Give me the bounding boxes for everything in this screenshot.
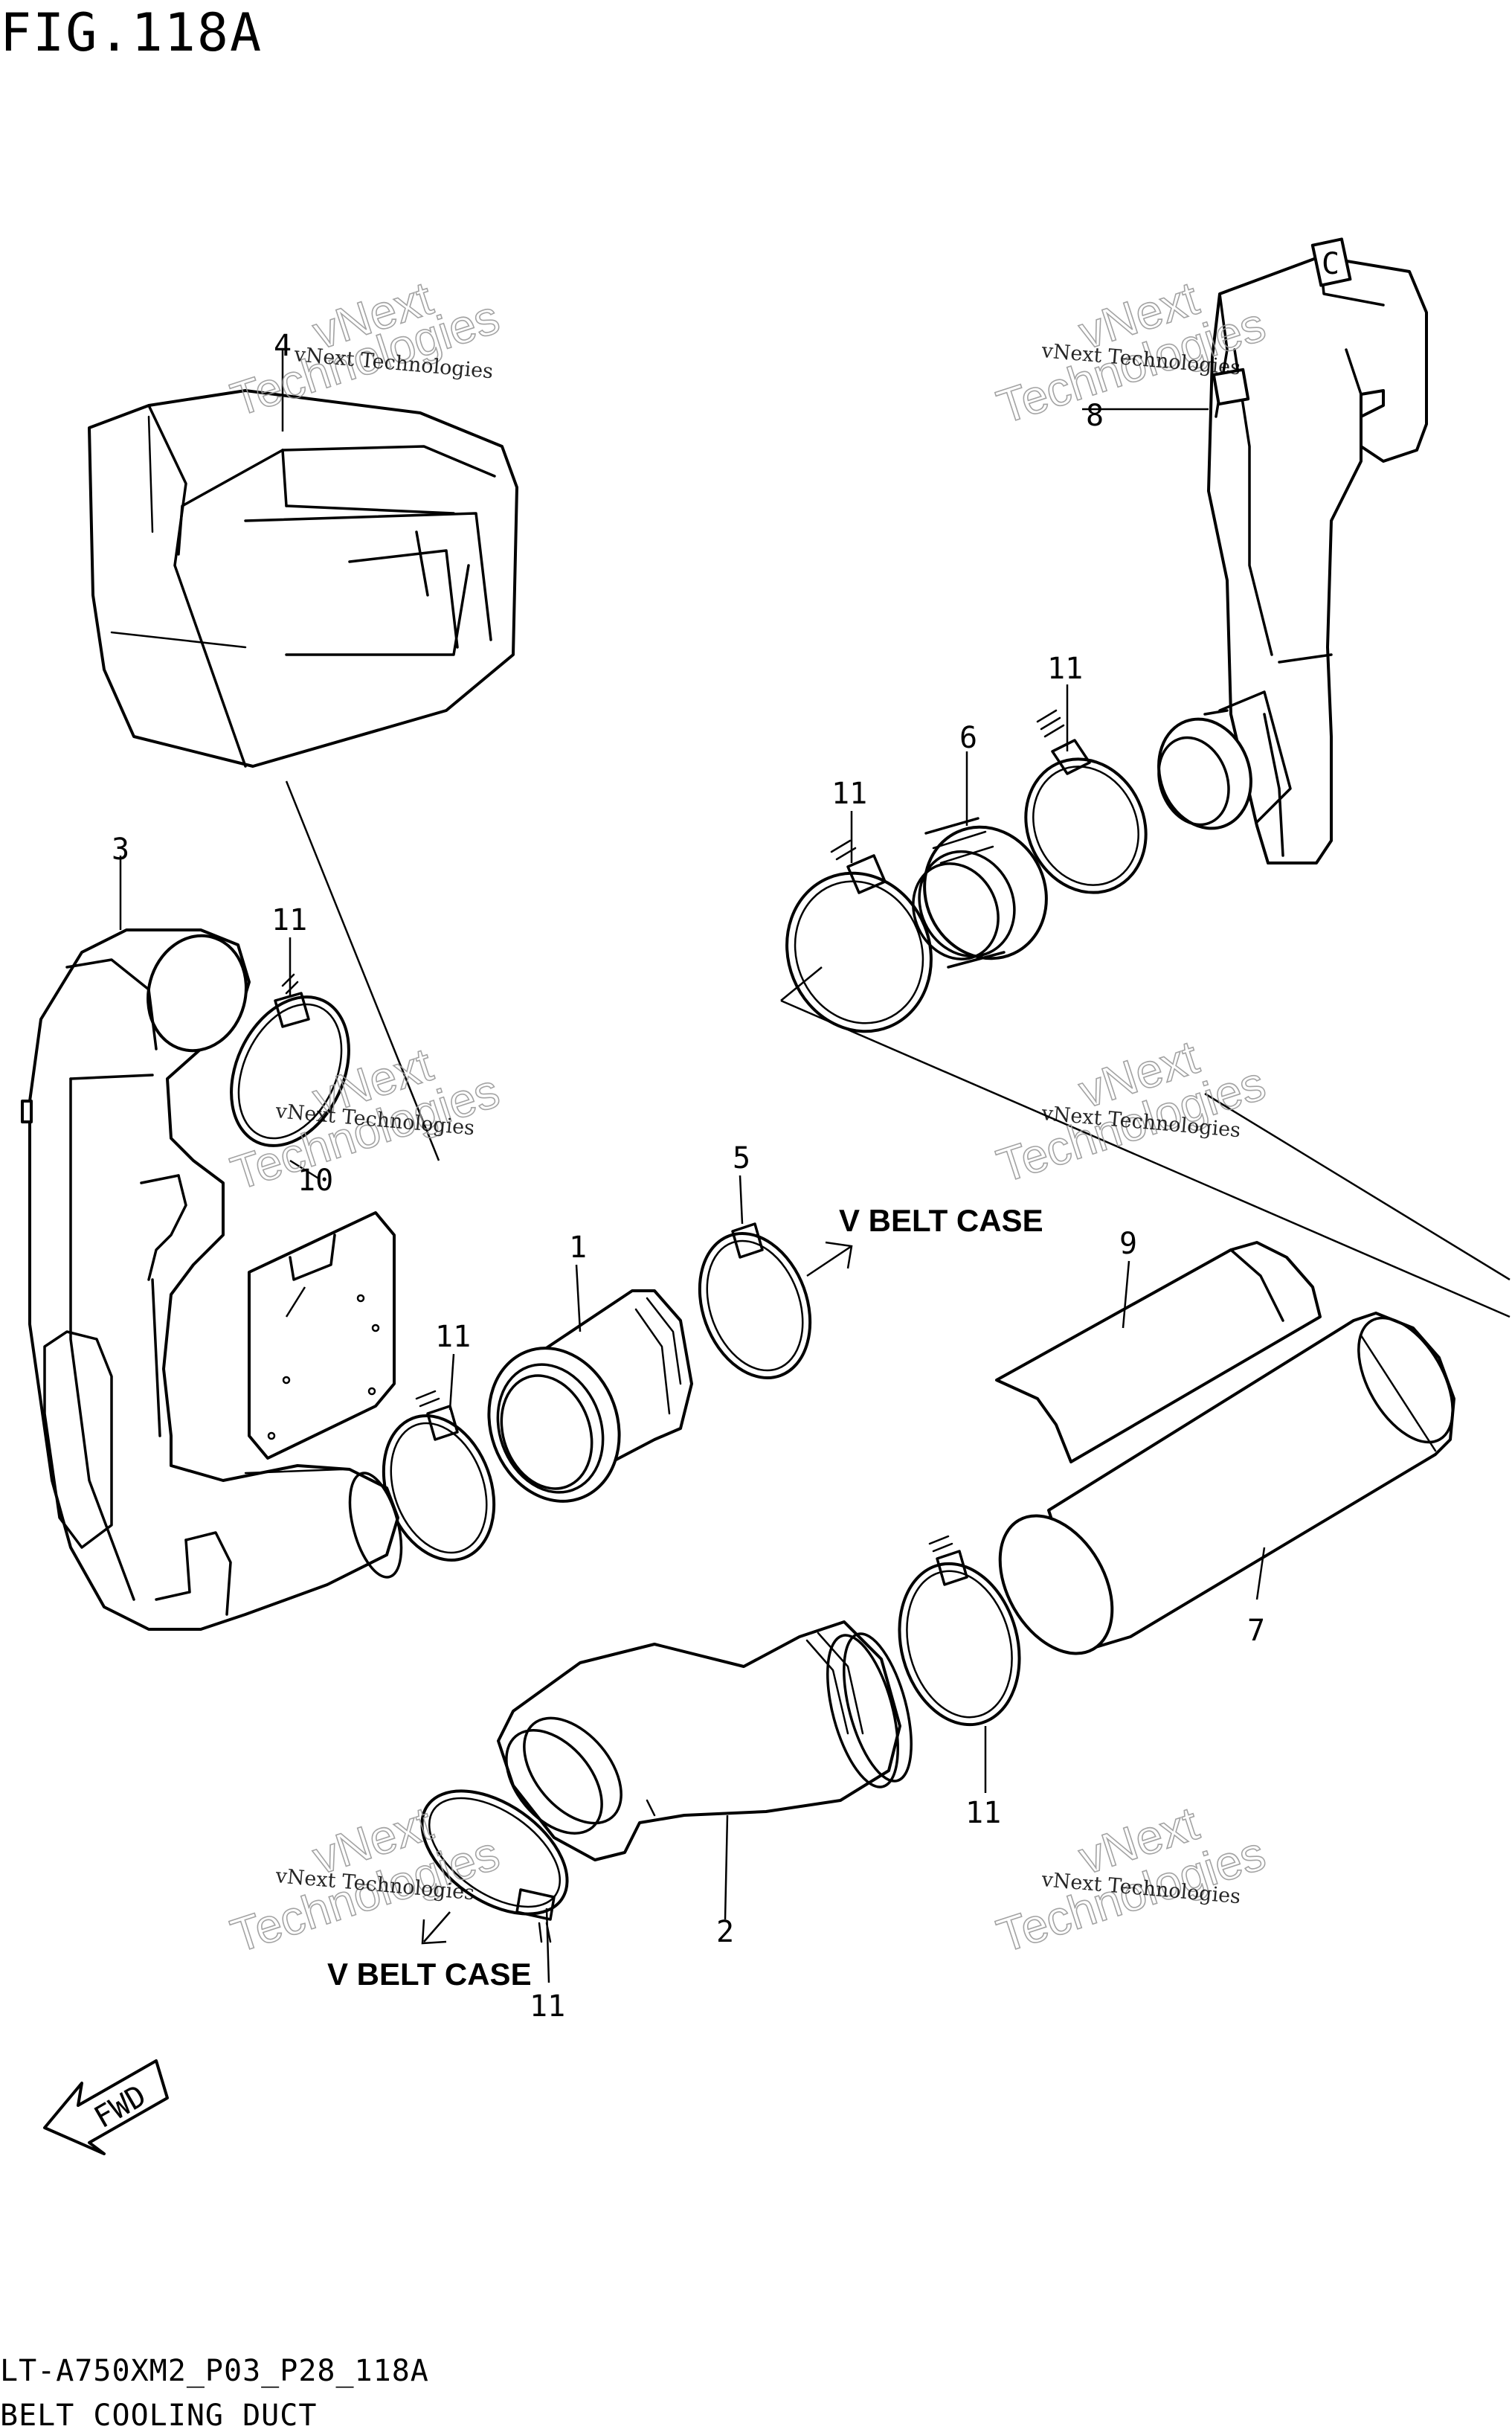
fwd-arrow-icon: FWD <box>43 2059 169 2155</box>
callout-8: 8 <box>1086 399 1104 433</box>
callout-1: 1 <box>569 1231 587 1265</box>
v-belt-case-label-lower: V BELT CASE <box>327 1957 532 1992</box>
callout-9: 9 <box>1119 1227 1137 1261</box>
connector-c-label: C <box>1322 247 1339 281</box>
watermark-top-left: vNext Technologies vNext Technologies <box>224 270 506 427</box>
figure-code: LT-A750XM2_P03_P28_118A <box>0 2354 429 2388</box>
watermark-bottom-left: vNext Technologies vNext Technologies <box>224 1795 506 1963</box>
direction-arrow-icon <box>806 1245 852 1277</box>
part-1-connector <box>487 1289 693 1503</box>
v-belt-case-label-upper: V BELT CASE <box>839 1203 1043 1238</box>
clamp-11-lower-left <box>420 1789 569 1943</box>
callout-11-left-upper: 11 <box>271 903 307 937</box>
part-2-elbow <box>497 1620 913 1861</box>
callout-11-lower-right: 11 <box>965 1796 1001 1830</box>
callout-5: 5 <box>733 1141 750 1175</box>
leader-lines <box>119 350 1511 1983</box>
callout-labels: 4 8 11 6 11 3 11 5 10 1 9 11 7 11 2 11 <box>112 329 1265 2024</box>
callout-11-upper-right: 11 <box>1047 652 1083 686</box>
watermark-middle-right: vNext Technologies vNext Technologies <box>990 1029 1272 1193</box>
watermark-middle-left: vNext Technologies vNext Technologies <box>224 1036 506 1201</box>
part-9-shield <box>995 1241 1322 1463</box>
direction-arrow-icon <box>423 1911 451 1942</box>
part-7-tube <box>998 1312 1455 1655</box>
callout-10: 10 <box>297 1164 333 1198</box>
part-6-connector <box>912 817 1048 969</box>
figure-caption: BELT COOLING DUCT <box>0 2399 317 2433</box>
part-5-seal <box>698 1222 812 1379</box>
clamp-11-upper-middle <box>785 839 933 1033</box>
watermark-bottom-right: vNext Technologies vNext Technologies <box>990 1795 1272 1963</box>
figure-title: FIG.118A <box>0 2 263 63</box>
part-8-duct: C <box>1157 237 1428 864</box>
clamp-11-lower-right <box>898 1535 1021 1727</box>
callout-11-lower-left: 11 <box>530 1989 565 2024</box>
callout-7: 7 <box>1247 1614 1265 1648</box>
callout-3: 3 <box>112 832 129 867</box>
part-10-gasket <box>248 1211 396 1460</box>
callout-11-middle-left: 11 <box>435 1320 471 1354</box>
clamp-11-left-upper <box>230 973 350 1147</box>
clamp-11-upper-right <box>1024 709 1148 894</box>
callout-4: 4 <box>274 329 292 363</box>
part-4-housing <box>88 389 518 768</box>
part-3-left-duct <box>21 928 403 1631</box>
callout-2: 2 <box>716 1915 734 1949</box>
callout-6: 6 <box>959 721 977 755</box>
callout-11-upper-middle: 11 <box>831 777 867 811</box>
